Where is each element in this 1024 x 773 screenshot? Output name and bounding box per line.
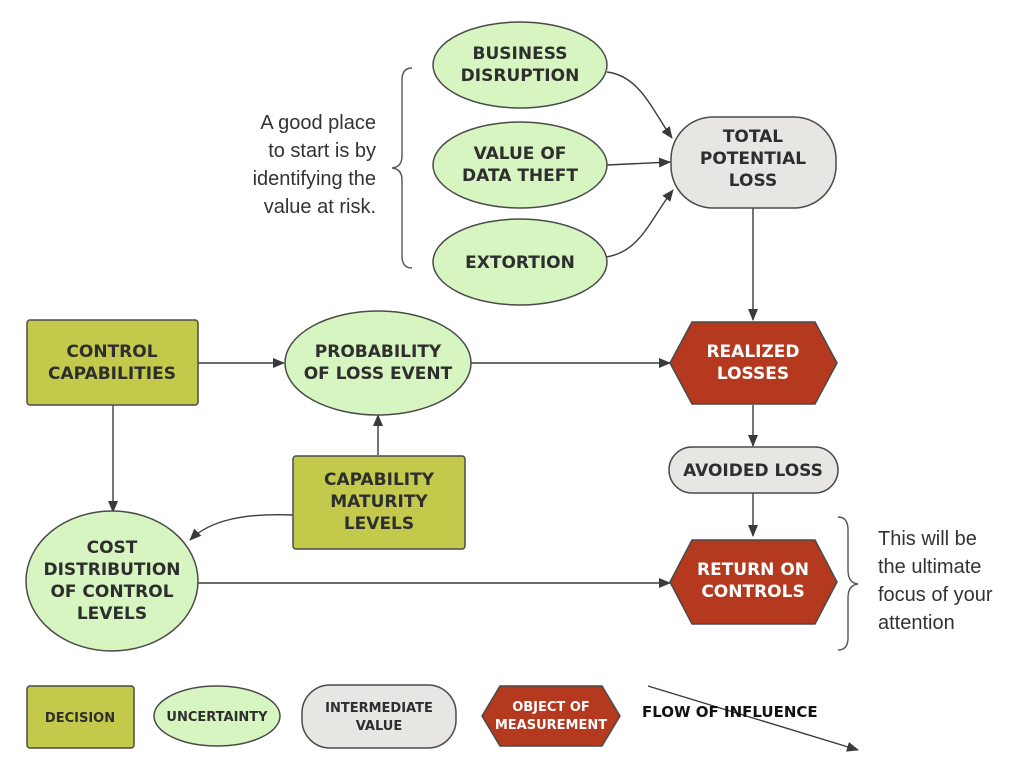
arrow-data-theft-to-total [606, 157, 671, 168]
legend-label: FLOW OF INFLUENCE [642, 703, 818, 721]
intermediate-shape [668, 446, 839, 494]
note-line: the ultimate [878, 556, 981, 578]
node-value-of-data-theft[interactable]: VALUE OF DATA THEFT [432, 121, 608, 209]
node-label: CONTROL [66, 342, 157, 362]
node-label: CAPABILITIES [48, 364, 176, 384]
legend-label: UNCERTAINTY [166, 710, 268, 725]
note-line: identifying the [253, 168, 376, 190]
left-brace [391, 67, 413, 269]
node-control-capabilities[interactable]: CONTROL CAPABILITIES [26, 319, 199, 406]
node-label: OF CONTROL [50, 582, 173, 602]
legend-label: MEASUREMENT [495, 718, 607, 733]
node-label: LEVELS [344, 514, 414, 534]
node-realized-losses[interactable]: REALIZED LOSSES [669, 321, 838, 405]
decision-shape [26, 319, 199, 406]
node-label: VALUE OF [474, 144, 567, 164]
node-label: EXTORTION [465, 253, 575, 273]
node-label: MATURITY [330, 492, 428, 512]
flow-arrow [647, 685, 859, 752]
node-business-disruption[interactable]: BUSINESS DISRUPTION [432, 21, 608, 109]
legend: DECISION UNCERTAINTY INTERMEDIATE VALUE … [26, 684, 859, 752]
legend-intermediate-value: INTERMEDIATE VALUE [301, 684, 457, 749]
uncertainty-shape [432, 21, 608, 109]
node-label: DATA THEFT [462, 166, 578, 186]
note-line: This will be [878, 528, 977, 550]
legend-label: INTERMEDIATE [325, 701, 433, 716]
legend-label: VALUE [356, 719, 403, 734]
legend-label: OBJECT OF [512, 700, 590, 715]
node-extortion[interactable]: EXTORTION [432, 218, 608, 306]
note-ultimate-focus: This will be the ultimate focus of your … [878, 528, 993, 634]
node-label: REALIZED [706, 342, 799, 362]
node-label: RETURN ON [697, 560, 809, 580]
note-line: focus of your [878, 584, 993, 606]
node-capability-maturity-levels[interactable]: CAPABILITY MATURITY LEVELS [292, 455, 466, 550]
legend-label: DECISION [45, 711, 115, 726]
node-probability-of-loss-event[interactable]: PROBABILITY OF LOSS EVENT [284, 310, 472, 416]
node-label: PROBABILITY [315, 342, 442, 362]
decision-swatch [26, 685, 135, 749]
node-total-potential-loss[interactable]: TOTAL POTENTIAL LOSS [670, 116, 837, 209]
node-cost-distribution-of-control-levels[interactable]: COST DISTRIBUTION OF CONTROL LEVELS [25, 510, 199, 652]
measurement-swatch [481, 685, 621, 747]
note-line: A good place [260, 112, 376, 134]
node-label: OF LOSS EVENT [304, 364, 453, 384]
measurement-shape [669, 321, 838, 405]
uncertainty-swatch [153, 685, 281, 747]
note-value-at-risk: A good place to start is by identifying … [253, 112, 376, 218]
node-label: LOSSES [717, 364, 789, 384]
note-line: value at risk. [264, 196, 376, 218]
intermediate-swatch [301, 684, 457, 749]
node-label: CAPABILITY [324, 470, 435, 490]
connectors [108, 71, 758, 588]
node-label: CONTROLS [701, 582, 804, 602]
arrow-business-to-total [606, 71, 673, 139]
measurement-shape [669, 539, 838, 625]
uncertainty-shape [25, 510, 199, 652]
uncertainty-shape [284, 310, 472, 416]
uncertainty-shape [432, 218, 608, 306]
braces [391, 67, 859, 651]
node-label: COST [87, 538, 138, 558]
legend-decision: DECISION [26, 685, 135, 749]
legend-uncertainty: UNCERTAINTY [153, 685, 281, 747]
note-line: attention [878, 612, 955, 634]
node-label: BUSINESS [473, 44, 568, 64]
decision-shape [292, 455, 466, 550]
node-avoided-loss[interactable]: AVOIDED LOSS [668, 446, 839, 494]
node-label: LOSS [729, 171, 777, 191]
uncertainty-shape [432, 121, 608, 209]
arrow-capability-to-cost [189, 513, 294, 541]
arrow-extortion-to-total [605, 189, 674, 258]
node-label: LEVELS [77, 604, 147, 624]
legend-flow-of-influence: FLOW OF INFLUENCE [642, 685, 859, 752]
node-label: DISTRIBUTION [43, 560, 180, 580]
right-brace [837, 516, 859, 651]
node-label: POTENTIAL [700, 149, 806, 169]
node-return-on-controls[interactable]: RETURN ON CONTROLS [669, 539, 838, 625]
legend-object-of-measurement: OBJECT OF MEASUREMENT [481, 685, 621, 747]
node-label: TOTAL [723, 127, 783, 147]
node-label: DISRUPTION [461, 66, 580, 86]
intermediate-shape [670, 116, 837, 209]
note-line: to start is by [268, 140, 376, 162]
node-label: AVOIDED LOSS [683, 461, 823, 481]
